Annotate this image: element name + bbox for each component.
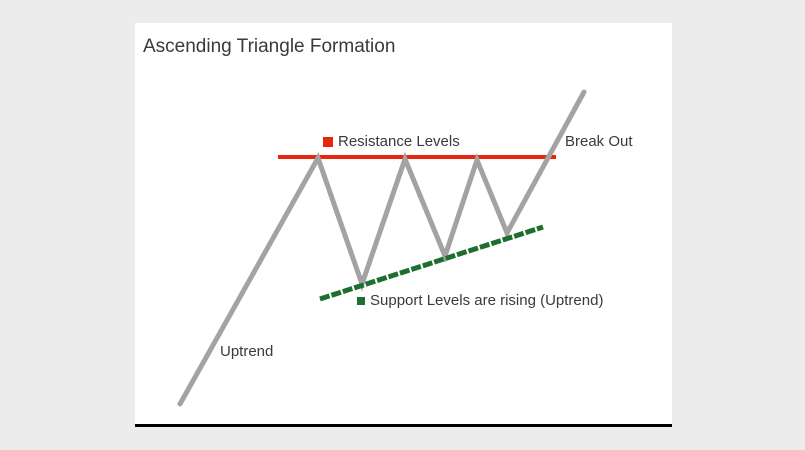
chart-panel: Ascending Triangle Formation Resistance … — [135, 23, 672, 427]
support-marker-icon — [357, 296, 365, 305]
resistance-marker-icon — [323, 136, 333, 147]
uptrend-label: Uptrend — [220, 343, 274, 360]
breakout-label: Break Out — [565, 133, 633, 150]
resistance-legend: Resistance Levels — [323, 133, 460, 150]
price-line — [177, 89, 587, 407]
support-label: Support Levels are rising (Uptrend) — [370, 292, 604, 309]
chart-title: Ascending Triangle Formation — [143, 36, 396, 57]
uptrend-annotation: Uptrend — [220, 343, 273, 360]
breakout-annotation: Break Out — [565, 133, 633, 150]
support-level-line — [319, 224, 544, 302]
resistance-label: Resistance Levels — [338, 133, 460, 150]
support-legend: Support Levels are rising (Uptrend) — [357, 292, 603, 309]
pattern-svg — [177, 89, 587, 407]
